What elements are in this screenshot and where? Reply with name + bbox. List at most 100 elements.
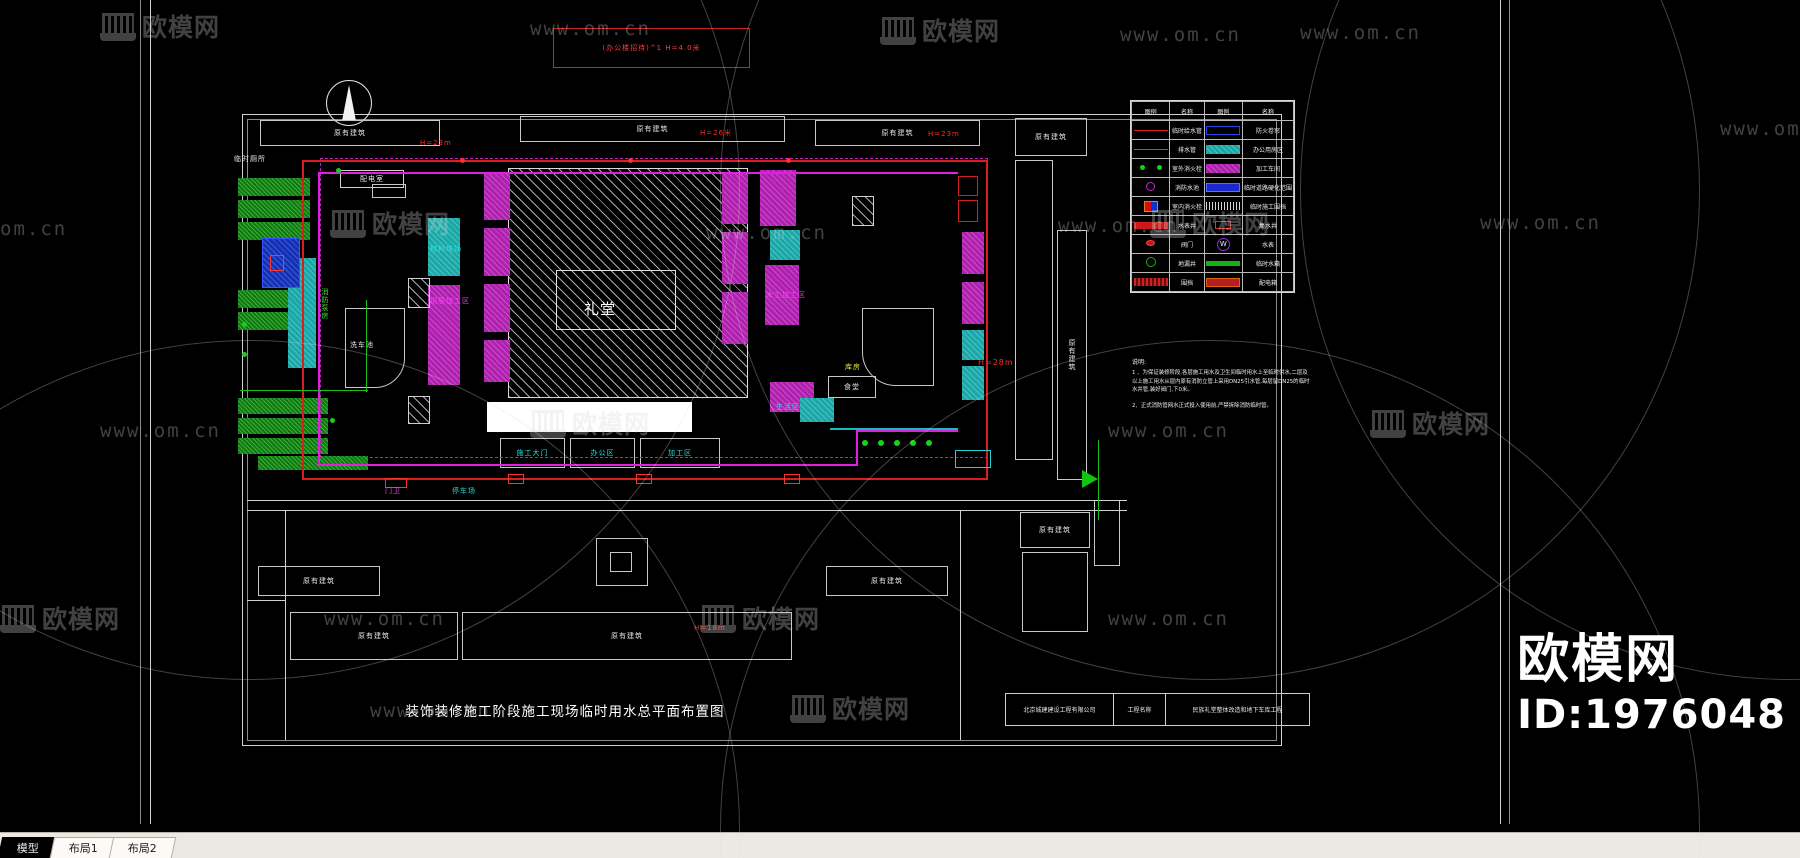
height-label: H=28m xyxy=(978,358,1014,367)
equipment-marker xyxy=(958,176,978,196)
legend-row: 消防水池 临时道路硬化范围 xyxy=(1130,177,1295,197)
existing-building-block: 原有建筑 xyxy=(1015,118,1087,156)
processing-block xyxy=(760,170,796,226)
processing-block xyxy=(484,228,510,276)
valve-box xyxy=(385,478,407,488)
processing-block xyxy=(770,382,814,412)
legend-symbol-blue-rect-outline xyxy=(1203,120,1243,140)
legend-symbol-fence-pattern xyxy=(1203,196,1243,216)
site-label: 消防泵房 xyxy=(321,288,329,320)
direction-marker xyxy=(1082,470,1098,488)
existing-building-block xyxy=(1022,552,1088,632)
drawing-main-title: 装饰装修施工阶段施工现场临时用水总平面布置图 xyxy=(405,704,725,720)
building-label: 原有建筑 xyxy=(611,632,643,640)
processing-block xyxy=(484,172,510,220)
existing-building-block: 原有建筑 xyxy=(290,612,458,660)
tab-label: 布局1 xyxy=(68,842,98,855)
guide-line xyxy=(150,0,151,824)
legend-name: 临时道路硬化范围 xyxy=(1241,177,1295,197)
processing-block xyxy=(484,284,510,332)
processing-block xyxy=(722,292,748,344)
legend-symbol-cyan-hatch-rect xyxy=(1203,139,1243,159)
notes-line: 2、正式消防管网水正式投入使用前,严禁拆除消防临时管。 xyxy=(1132,403,1272,410)
layout-tab-bar[interactable]: 模型 布局1 布局2 xyxy=(0,832,1800,858)
notes-title: 说明: xyxy=(1132,359,1147,366)
north-arrow-icon xyxy=(326,80,372,126)
green-area xyxy=(238,418,328,434)
pipe-green xyxy=(240,390,368,391)
processing-block xyxy=(765,265,799,325)
building-label: 原有建筑 xyxy=(303,577,335,585)
small-structure xyxy=(408,396,430,424)
legend-symbol-green-circle xyxy=(1130,253,1171,273)
site-label: 钢筋加工区 xyxy=(430,297,470,305)
bench-icon xyxy=(0,603,36,633)
processing-block xyxy=(722,232,748,284)
legend-row: 阀门 W 水表 xyxy=(1130,234,1295,254)
office-block xyxy=(800,398,834,422)
detail-symbol-inner xyxy=(610,552,632,572)
small-structure xyxy=(852,196,874,226)
site-label: 生活区 xyxy=(776,403,800,411)
hydrant-node xyxy=(910,440,916,446)
site-label: 木工加工区 xyxy=(766,291,806,299)
legend-symbol-magenta-hatch-rect xyxy=(1203,158,1243,178)
pipe-magenta xyxy=(318,172,320,466)
legend-symbol-magenta-line xyxy=(1130,139,1171,159)
existing-building-block: 原有建筑 xyxy=(260,120,440,146)
legend-name: 水表 xyxy=(1241,234,1295,254)
tab-layout2[interactable]: 布局2 xyxy=(108,837,177,858)
legend-symbol-red-rect xyxy=(1130,215,1171,235)
pipe-magenta xyxy=(318,172,958,174)
green-area xyxy=(238,178,310,196)
title-block-company: 北京城建建设工程有限公司 xyxy=(1006,694,1114,725)
site-label: 停车场 xyxy=(452,487,476,495)
hydrant-node xyxy=(336,168,341,173)
site-label: 洗车池 xyxy=(350,341,374,349)
existing-building-block xyxy=(1015,160,1053,460)
existing-building-block: 原有建筑 xyxy=(1057,230,1087,480)
valve-node xyxy=(786,158,791,163)
site-sub-block: 食堂 xyxy=(828,376,876,398)
legend-name: 阀门 xyxy=(1169,234,1205,254)
legend-row: 水表井 集水井 xyxy=(1130,215,1295,235)
hydrant-node xyxy=(862,440,868,446)
valve-box xyxy=(636,474,652,484)
site-sub-block: 加工区 xyxy=(640,438,720,468)
site-label: 施工大门 xyxy=(516,449,549,457)
tab-layout1[interactable]: 布局1 xyxy=(49,837,118,858)
legend-name: 地漏井 xyxy=(1169,253,1205,273)
hydrant-node xyxy=(330,418,335,423)
small-structure xyxy=(408,278,430,308)
green-area xyxy=(238,200,310,218)
site-label: 食堂 xyxy=(844,383,860,391)
site-label: 加工区 xyxy=(668,449,692,457)
road-line xyxy=(247,600,285,601)
legend-name: 排水管 xyxy=(1169,139,1205,159)
direction-axis xyxy=(1098,440,1099,520)
hydrant-node xyxy=(242,322,247,327)
existing-building-block: 原有建筑 xyxy=(520,116,785,142)
legend-symbol-magenta-circle xyxy=(1130,177,1171,197)
valve-node xyxy=(628,158,633,163)
site-sub-block: 施工大门 xyxy=(500,438,565,468)
pipe-loop-magenta xyxy=(320,158,988,458)
title-block: 北京城建建设工程有限公司 工程名称 民族礼堂整体改造和地下车库工程 xyxy=(1005,693,1310,726)
building-label: 原有建筑 xyxy=(881,129,914,137)
processing-block xyxy=(962,282,984,324)
watermark-text: www.om.cn xyxy=(1720,118,1800,140)
notes-line: 1 、为保证装修阶段,各层施工用水及卫生间临时用水上至临时供水,二层及以上施工用… xyxy=(1132,370,1310,394)
site-sub-block: 办公区 xyxy=(570,438,635,468)
office-block xyxy=(962,366,984,400)
title-block-project-label: 工程名称 xyxy=(1114,694,1166,725)
legend-name: 配电箱 xyxy=(1241,272,1295,292)
processing-block xyxy=(962,232,984,274)
legend-row: 室外消火栓 加工车间 xyxy=(1130,158,1295,178)
hydrant-node xyxy=(926,440,932,446)
processing-block xyxy=(428,285,460,385)
site-label: 材料堆场 xyxy=(430,245,462,253)
hydrant-node xyxy=(894,440,900,446)
legend-name: 防火卷帘 xyxy=(1241,120,1295,140)
existing-building-block: 原有建筑 xyxy=(815,120,980,146)
